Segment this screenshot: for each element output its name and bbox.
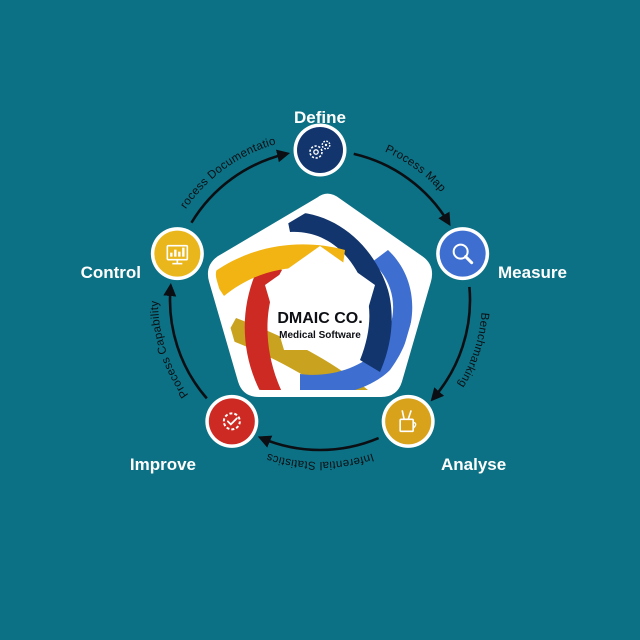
ribbon-red [244, 260, 286, 390]
center-emblem: DMAIC CO. Medical Software [207, 193, 433, 397]
connector-label-control-define: Process Documentation [0, 0, 277, 211]
stage-label-analyse: Analyse [441, 455, 506, 474]
connector-arrow-define-measure [353, 152, 451, 227]
monitor-chart-icon [166, 244, 189, 265]
gears-icon [309, 140, 331, 159]
stage-label-define: Define [294, 108, 346, 127]
stage-node-fill [385, 398, 432, 445]
stage-label-measure: Measure [498, 263, 567, 282]
stage-node-improve[interactable] [205, 394, 259, 448]
stage-node-define[interactable] [293, 123, 347, 177]
stage-node-fill [439, 230, 486, 277]
ribbon-navy [286, 211, 392, 372]
ribbon-olive [225, 318, 400, 390]
connector-arrow-improve-control [163, 283, 208, 400]
stage-node-fill [208, 398, 255, 445]
connector-arrow-analyse-improve [257, 435, 380, 452]
stage-node-analyse[interactable] [381, 394, 435, 448]
stage-node-fill [154, 230, 201, 277]
emblem-inner-panel [265, 246, 375, 350]
gear-check-icon [222, 412, 241, 431]
connector-label-analyse-improve: Inferential Statistics [265, 450, 375, 471]
stage-label-improve: Improve [130, 455, 196, 474]
company-name: DMAIC CO. [277, 310, 362, 327]
connector-arrow-control-define [190, 149, 291, 224]
company-tagline: Medical Software [279, 330, 361, 341]
stage-node-control[interactable] [150, 227, 204, 281]
stage-node-fill [297, 127, 343, 173]
connector-arrow-measure-analyse [430, 286, 472, 402]
stage-label-control: Control [81, 263, 141, 282]
pencil-cup-icon [399, 410, 417, 433]
magnifying-glass-icon [452, 243, 474, 265]
stage-node-measure[interactable] [436, 227, 490, 281]
